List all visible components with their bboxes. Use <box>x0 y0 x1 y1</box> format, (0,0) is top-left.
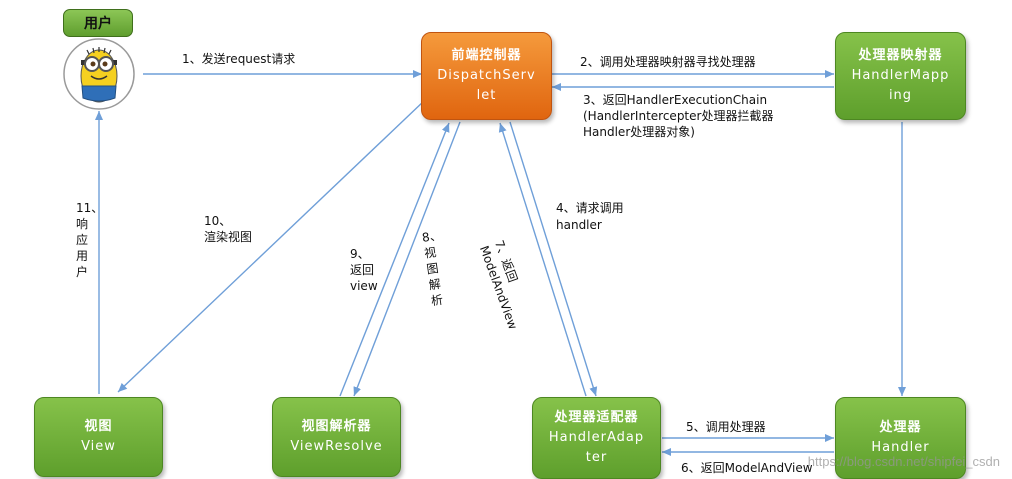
edge-label-9: 9、 返回 view <box>350 246 378 294</box>
mapping-title: 处理器映射器 <box>858 48 943 63</box>
dispatcher-name-1: DispatchServ <box>437 68 536 83</box>
edge-label-10: 10、 渲染视图 <box>204 213 252 245</box>
handler-title: 处理器 <box>879 420 922 435</box>
node-view-resolver: 视图解析器 ViewResolve <box>272 397 401 477</box>
edge-label-10b: 渲染视图 <box>204 230 253 244</box>
edge-label-3b: (HandlerIntercepter处理器拦截器 <box>583 109 774 123</box>
arrow-7-adapter-to-dispatcher <box>498 122 587 397</box>
node-dispatcher-servlet: 前端控制器 DispatchServ let <box>421 32 552 120</box>
edge-label-9b: 返回 <box>350 263 375 277</box>
dispatcher-title: 前端控制器 <box>451 48 522 63</box>
edge-label-1: 1、发送request请求 <box>182 52 296 66</box>
edge-label-8a: 8、 <box>421 228 443 245</box>
handler-name: Handler <box>871 440 930 455</box>
mapping-name-1: HandlerMapp <box>851 68 950 83</box>
node-handler-mapping: 处理器映射器 HandlerMapp ing <box>835 32 966 120</box>
watermark: https://blog.csdn.net/shipfei_csdn <box>807 454 1000 469</box>
arrow-8-dispatcher-to-resolver <box>353 121 461 397</box>
edge-label-11b: 响应用户 <box>76 217 89 279</box>
edge-label-2: 2、调用处理器映射器寻找处理器 <box>580 55 756 69</box>
edge-label-6: 6、返回ModelAndView <box>681 461 813 475</box>
edge-label-9c: view <box>350 279 378 293</box>
resolver-title: 视图解析器 <box>301 419 372 434</box>
edge-label-4b: handler <box>556 218 602 232</box>
dispatcher-name-2: let <box>476 88 497 103</box>
edge-label-9a: 9、 <box>350 247 370 261</box>
arrow-9-resolver-to-dispatcher <box>339 122 450 397</box>
edge-label-11a: 11、 <box>76 201 104 215</box>
edge-label-3c: Handler处理器对象) <box>583 125 695 139</box>
resolver-name: ViewResolve <box>290 439 383 454</box>
edge-label-3a: 3、返回HandlerExecutionChain <box>583 93 768 107</box>
mapping-name-2: ing <box>888 88 913 103</box>
view-name: View <box>81 439 116 454</box>
edge-label-5: 5、调用处理器 <box>686 420 766 434</box>
edge-label-10a: 10、 <box>204 214 232 228</box>
node-handler: 处理器 Handler <box>835 397 966 479</box>
user-label: 用户 <box>63 9 133 37</box>
node-handler-adapter: 处理器适配器 HandlerAdap ter <box>532 397 661 479</box>
adapter-name-2: ter <box>585 450 608 465</box>
user-label-text: 用户 <box>84 16 112 32</box>
node-view: 视图 View <box>34 397 163 477</box>
adapter-title: 处理器适配器 <box>554 410 639 425</box>
user-avatar-icon <box>63 38 135 110</box>
arrow-4-dispatcher-to-adapter <box>509 121 598 397</box>
adapter-name-1: HandlerAdap <box>548 430 645 445</box>
edge-label-11: 11、 响应用户 <box>76 200 103 280</box>
view-title: 视图 <box>84 419 113 434</box>
arrow-10-dispatcher-to-view <box>117 99 426 393</box>
edge-label-4a: 4、请求调用 <box>556 201 624 215</box>
